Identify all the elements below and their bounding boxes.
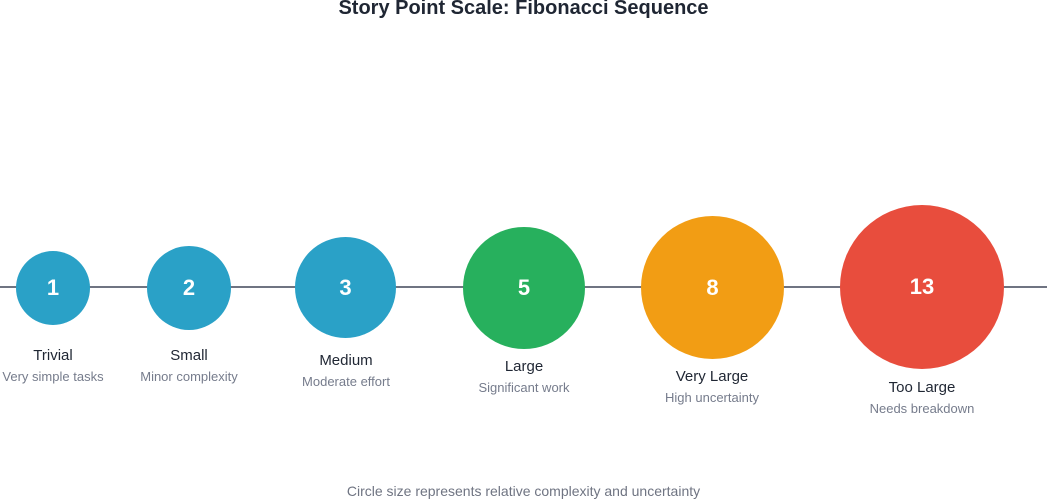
story-point-description: Needs breakdown [869, 401, 975, 416]
story-point-label: Trivial [33, 347, 73, 364]
story-point-value: 2 [182, 275, 196, 300]
story-point-value: 8 [706, 274, 719, 300]
story-point-value: 3 [339, 274, 352, 300]
story-point-value: 1 [46, 275, 60, 300]
story-point-value: 5 [517, 275, 531, 300]
story-point-value: 13 [909, 274, 935, 299]
story-point-label: Medium [319, 352, 373, 369]
story-point-circle-5: 5 [463, 227, 585, 349]
diagram-footnote: Circle size represents relative complexi… [346, 483, 701, 499]
story-point-description: High uncertainty [665, 390, 759, 405]
story-point-circle-8: 8 [641, 216, 784, 359]
story-point-label: Very Large [675, 368, 749, 385]
story-point-circle-3: 3 [295, 237, 396, 338]
story-point-label: Small [170, 347, 208, 364]
story-point-circle-1: 1 [16, 251, 90, 325]
story-point-description: Significant work [478, 380, 570, 395]
story-point-description: Very simple tasks [2, 369, 104, 384]
diagram-title: Story Point Scale: Fibonacci Sequence [338, 0, 709, 19]
story-point-description: Moderate effort [302, 374, 390, 389]
story-point-circle-2: 2 [147, 246, 231, 330]
story-point-circle-13: 13 [840, 205, 1004, 369]
story-point-label: Large [504, 358, 544, 375]
story-point-label: Too Large [888, 379, 956, 396]
story-point-description: Minor complexity [140, 369, 238, 384]
